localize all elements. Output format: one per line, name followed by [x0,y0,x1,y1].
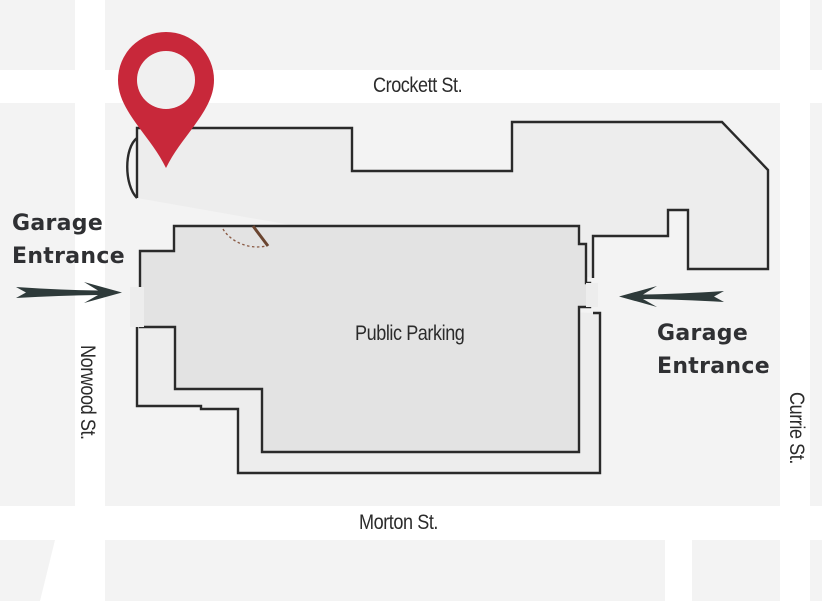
city-block [0,0,75,70]
east-garage-entrance-label: Garage Entrance [657,317,770,383]
building-rounded-corner [126,137,138,199]
east-entrance-opening [586,283,598,307]
city-block [0,103,75,506]
map-pin-icon [118,32,214,168]
street-label-norwood: Norwood St. [76,345,99,440]
entrance-label-line: Garage [12,211,104,236]
city-block [810,0,822,70]
city-block [692,540,780,601]
east-entrance-arrow-icon [619,286,724,307]
entrance-label-line: Entrance [657,354,770,379]
city-block [810,103,822,506]
entrance-label-line: Entrance [12,244,125,269]
door-leaf [251,225,270,247]
city-block [0,540,55,601]
street-label-morton: Morton St. [359,511,439,534]
west-entrance-opening [130,287,144,327]
public-parking-label: Public Parking [355,322,465,345]
city-block [105,0,780,70]
street-label-crockett: Crockett St. [373,74,463,97]
west-entrance-arrow-icon [16,282,122,303]
city-block [105,540,665,601]
entrance-label-line: Garage [657,321,749,346]
city-block [810,540,822,601]
street-label-currie: Currie St. [785,392,808,464]
west-garage-entrance-label: Garage Entrance [12,207,125,273]
